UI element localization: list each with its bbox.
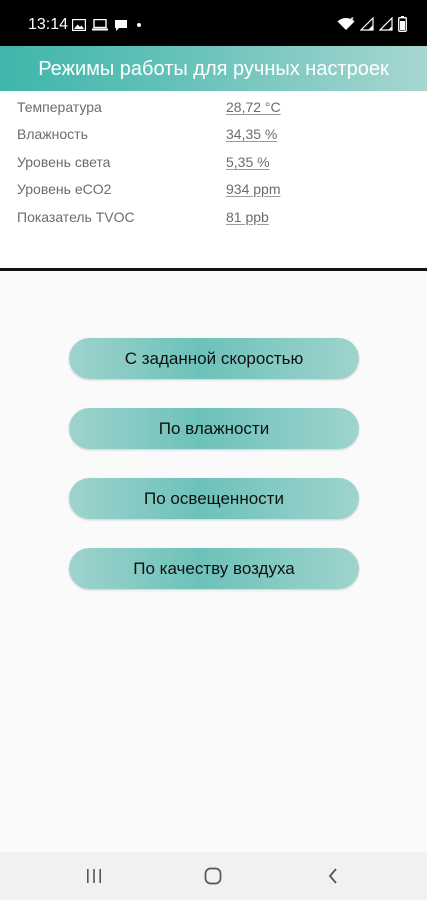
notification-icons [72,17,144,33]
sensor-label: Показатель TVOC [17,209,135,225]
status-bar: 13:14 [0,0,427,46]
divider [0,268,427,271]
mode-humidity-button[interactable]: По влажности [69,408,359,449]
sensor-value: 81 ppb [226,209,269,225]
mode-fixed-speed-button[interactable]: С заданной скоростью [69,338,359,379]
status-time: 13:14 [28,16,69,33]
battery-icon [398,16,407,32]
sensor-row-light: Уровень света 5,35 % [0,151,427,173]
recent-apps-icon[interactable] [82,864,106,888]
sensor-label: Температура [17,99,102,115]
message-icon [114,19,128,32]
signal-icon [379,17,393,31]
sensor-row-temperature: Температура 28,72 °C [0,96,427,118]
sensor-value: 34,35 % [226,126,278,142]
home-icon[interactable] [201,864,225,888]
sensor-row-eco2: Уровень eCO2 934 ppm [0,178,427,200]
dot-icon [134,19,144,31]
sensor-value: 28,72 °C [226,99,281,115]
image-icon [72,19,86,31]
back-icon[interactable] [321,864,345,888]
sensor-panel: Температура 28,72 °C Влажность 34,35 % У… [0,91,427,269]
wifi-icon [337,17,355,31]
mode-air-quality-button[interactable]: По качеству воздуха [69,548,359,589]
sensor-value: 5,35 % [226,154,270,170]
navigation-bar [0,852,427,900]
sensor-value: 934 ppm [226,181,281,197]
sensor-label: Уровень света [17,154,111,170]
mode-illumination-button[interactable]: По освещенности [69,478,359,519]
signal-icon [360,17,374,31]
sensor-label: Уровень eCO2 [17,181,112,197]
sensor-row-tvoc: Показатель TVOC 81 ppb [0,206,427,228]
system-icons [337,15,407,33]
monitor-icon [92,19,108,31]
page-title: Режимы работы для ручных настроек [38,58,389,80]
sensor-label: Влажность [17,126,88,142]
app-bar: Режимы работы для ручных настроек [0,46,427,91]
sensor-row-humidity: Влажность 34,35 % [0,123,427,145]
